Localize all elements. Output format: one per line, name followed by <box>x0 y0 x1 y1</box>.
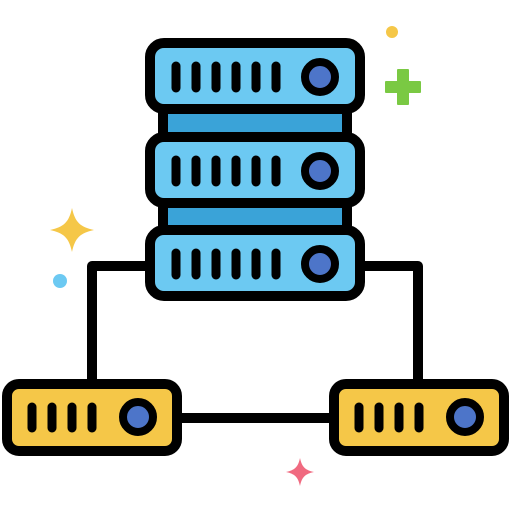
server-unit-bottom <box>145 225 365 301</box>
node-status-light <box>119 398 157 436</box>
network-connections <box>87 261 423 423</box>
node-status-light <box>446 398 484 436</box>
node-vents <box>354 402 424 433</box>
node-vents <box>27 402 97 433</box>
server-unit-middle <box>145 132 365 208</box>
yellow-sparkle-icon <box>50 208 94 252</box>
yellow-dot-icon <box>386 26 398 38</box>
server-vents <box>171 155 281 187</box>
network-node-right <box>329 379 509 456</box>
server-status-light <box>301 152 339 190</box>
network-node-left <box>2 379 182 456</box>
connector-left <box>87 261 150 384</box>
decorations <box>50 26 421 486</box>
blue-dot-icon <box>53 274 67 288</box>
server-status-light <box>301 58 339 96</box>
server-vents <box>171 61 281 93</box>
green-plus-icon <box>385 69 421 105</box>
connector-right <box>360 261 423 384</box>
pink-sparkle-icon <box>286 458 314 486</box>
server-unit-top <box>145 38 365 114</box>
server-vents <box>171 248 281 280</box>
server-status-light <box>301 245 339 283</box>
